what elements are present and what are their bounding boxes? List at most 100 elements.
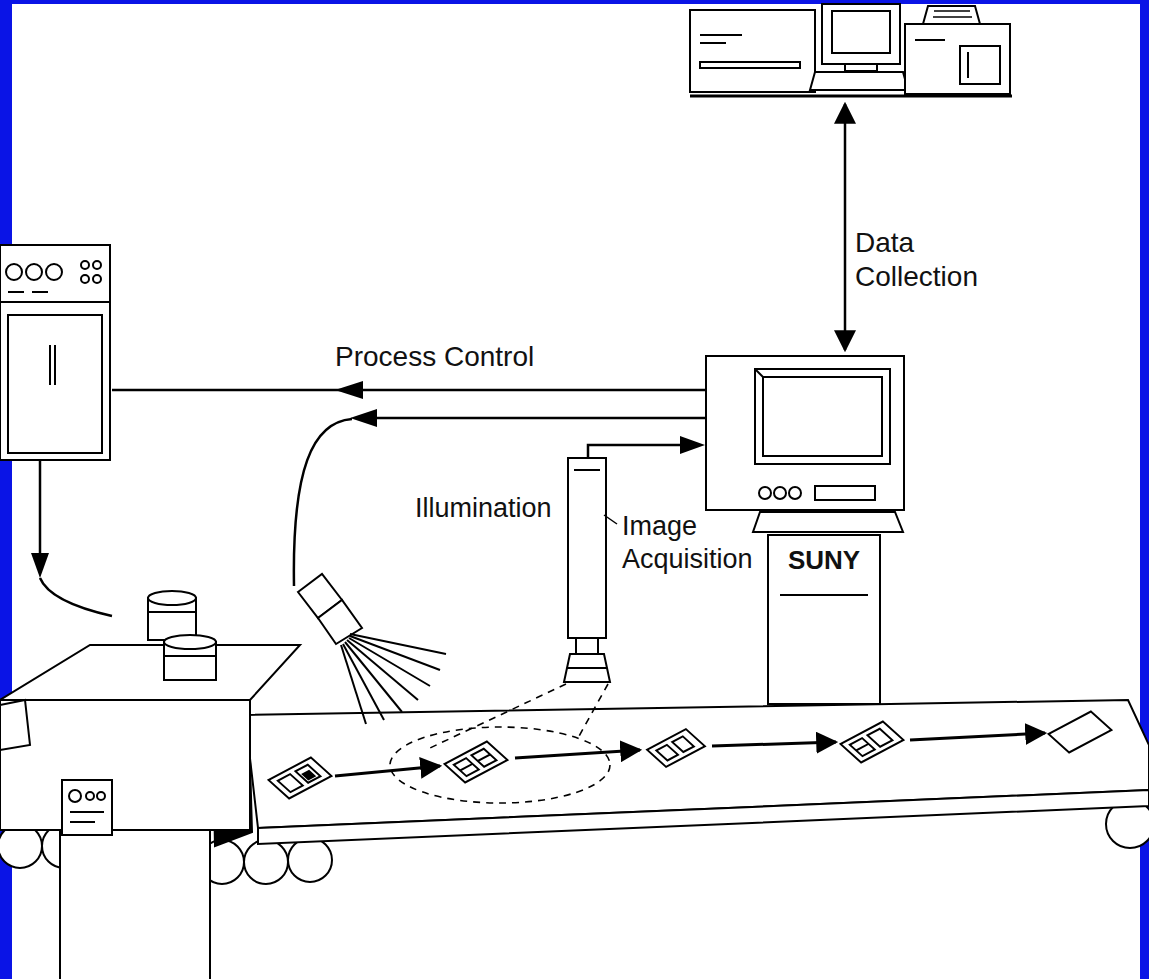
control-cabinet: [54, 345, 56, 385]
illumination-control-arrow: [350, 409, 377, 427]
computer-outline: [755, 369, 763, 377]
computer-name: SUNY: [768, 545, 880, 576]
host-computer: [923, 6, 980, 24]
control-cabinet: [0, 245, 110, 460]
packaging-machine: [70, 811, 104, 813]
control-cabinet: [0, 301, 110, 303]
computer-outline: [759, 487, 771, 499]
host-computer: [700, 42, 726, 44]
computer-outline: [780, 594, 868, 596]
packaging-machine: [62, 780, 112, 835]
host-computer: [905, 24, 1010, 94]
packaging-machine: [0, 645, 300, 700]
parts: [269, 711, 1112, 798]
host-computer: [690, 4, 1012, 96]
control-cabinet: [81, 275, 89, 283]
computer-outline: [706, 356, 904, 510]
parts: [647, 729, 705, 767]
conveyor: [288, 838, 332, 882]
packaging-machine: [60, 830, 210, 979]
control-cabinet: [0, 245, 110, 460]
camera: [574, 469, 600, 471]
control-cabinet: [49, 345, 51, 385]
packaging-machine: [86, 792, 94, 800]
parts: [295, 765, 320, 783]
parts: [647, 729, 705, 767]
diagram-label: Image Acquisition: [622, 510, 750, 576]
label-holder: Process Control: [335, 340, 575, 374]
host-computer: [690, 95, 1012, 98]
control-cabinet: [93, 261, 101, 269]
flow-arrows: [515, 750, 640, 758]
host-computer: [700, 34, 742, 36]
parts: [269, 757, 332, 798]
feed-arrow: [31, 460, 112, 616]
host-computer: [915, 39, 945, 41]
lamp: [343, 644, 384, 720]
control-cabinet: [8, 291, 24, 293]
host-computer: [845, 64, 877, 71]
host-computer: [822, 4, 900, 64]
host-computer: [967, 52, 969, 78]
computer-outline: [763, 377, 882, 456]
parts: [471, 749, 496, 767]
computer-outline: [789, 487, 801, 499]
flow-arrows: [335, 733, 1045, 776]
parts: [478, 754, 490, 761]
host-computer: [960, 46, 1000, 84]
parts: [850, 738, 875, 756]
diagram-label: Process Control: [335, 340, 575, 374]
flow-arrows: [712, 742, 836, 746]
control-cabinet: [46, 264, 62, 280]
parts: [1049, 711, 1112, 752]
lamp: [341, 645, 366, 724]
parts: [841, 721, 904, 762]
parts: [303, 771, 315, 779]
packaging-machine: [148, 591, 196, 605]
view-field: [578, 684, 608, 738]
computer-outline: [774, 487, 786, 499]
leader-line: [604, 515, 617, 524]
parts: [269, 757, 332, 798]
packaging-machine: [0, 700, 30, 750]
host-computer: [934, 10, 970, 12]
flow-arrows: [335, 766, 440, 776]
parts: [856, 744, 868, 751]
computer-outline: [815, 486, 875, 500]
data-collection-arrow: [844, 104, 847, 350]
flow-arrows: [910, 733, 1045, 740]
parts: [278, 774, 303, 792]
lamp: [350, 634, 446, 654]
packaging-machine: [0, 591, 300, 979]
control-cabinet: [6, 264, 22, 280]
lamp: [298, 574, 446, 724]
parts: [672, 736, 694, 752]
computer-outline: [706, 356, 904, 704]
host-computer: [832, 11, 890, 53]
illumination-control-arrow: [294, 419, 352, 586]
data-collection-arrow: [844, 104, 847, 350]
view-field: [390, 684, 610, 803]
camera: [567, 667, 607, 669]
packaging-machine: [97, 792, 105, 800]
parts: [841, 721, 904, 762]
packaging-machine: [69, 790, 81, 802]
parts: [445, 741, 508, 782]
illumination-control-arrow: [375, 417, 705, 420]
computer-terminal: SUNY: [705, 355, 905, 705]
feed-arrow: [31, 553, 49, 578]
process-control-arrow: [112, 389, 705, 392]
conveyor: [244, 840, 288, 884]
camera: [576, 638, 598, 654]
camera: [564, 654, 610, 682]
image-signal-arrow: [588, 436, 705, 458]
packaging-machine: [0, 700, 250, 830]
image-signal-arrow: [588, 445, 684, 458]
control-cabinet: [93, 275, 101, 283]
label-holder: Illumination: [415, 492, 575, 525]
control-cabinet: [8, 315, 102, 453]
camera: [564, 458, 610, 682]
parts: [656, 745, 678, 761]
